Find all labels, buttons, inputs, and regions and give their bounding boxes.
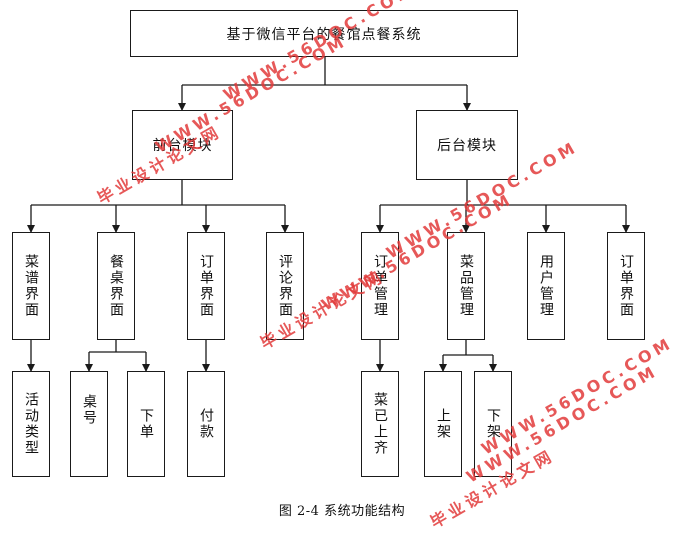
node-order-mgmt-label: 订单管理 — [372, 254, 388, 318]
node-unshelve-label: 下架 — [485, 408, 501, 440]
node-root: 基于微信平台的餐馆点餐系统 — [130, 10, 518, 57]
node-dish-mgmt: 菜品管理 — [447, 232, 485, 340]
node-table-ui-label: 餐桌界面 — [108, 254, 124, 318]
node-payment: 付款 — [187, 371, 225, 477]
node-back-module: 后台模块 — [416, 110, 518, 180]
node-table-ui: 餐桌界面 — [97, 232, 135, 340]
figure-caption: 图 2-4 系统功能结构 — [278, 504, 406, 519]
node-place-order: 下单 — [127, 371, 165, 477]
node-shelve: 上架 — [424, 371, 462, 477]
node-user-mgmt: 用户管理 — [527, 232, 565, 340]
node-front-module: 前台模块 — [132, 110, 233, 180]
node-activity-type: 活动类型 — [12, 371, 50, 477]
node-user-mgmt-label: 用户管理 — [538, 254, 554, 318]
node-activity-type-label: 活动类型 — [23, 392, 39, 456]
node-front-module-label: 前台模块 — [152, 138, 213, 154]
node-order-ui-label: 订单界面 — [198, 254, 214, 318]
node-unshelve: 下架 — [474, 371, 512, 477]
node-menu-ui-label: 菜谱界面 — [23, 254, 39, 318]
node-table-no: 桌号 — [70, 371, 108, 477]
node-back-module-label: 后台模块 — [437, 138, 497, 154]
node-dish-mgmt-label: 菜品管理 — [458, 254, 474, 318]
node-payment-label: 付款 — [198, 408, 214, 440]
node-order-mgmt: 订单管理 — [361, 232, 399, 340]
node-order-ui-back-label: 订单界面 — [618, 254, 634, 318]
node-order-ui-back: 订单界面 — [607, 232, 645, 340]
node-dish-served-label: 菜已上齐 — [372, 392, 388, 456]
node-dish-served: 菜已上齐 — [361, 371, 399, 477]
node-review-ui: 评论界面 — [266, 232, 304, 340]
node-table-no-label: 桌号 — [81, 394, 97, 426]
node-menu-ui: 菜谱界面 — [12, 232, 50, 340]
node-place-order-label: 下单 — [138, 408, 154, 440]
node-root-label: 基于微信平台的餐馆点餐系统 — [226, 26, 422, 43]
node-order-ui: 订单界面 — [187, 232, 225, 340]
node-review-ui-label: 评论界面 — [277, 254, 293, 318]
node-shelve-label: 上架 — [435, 408, 451, 440]
